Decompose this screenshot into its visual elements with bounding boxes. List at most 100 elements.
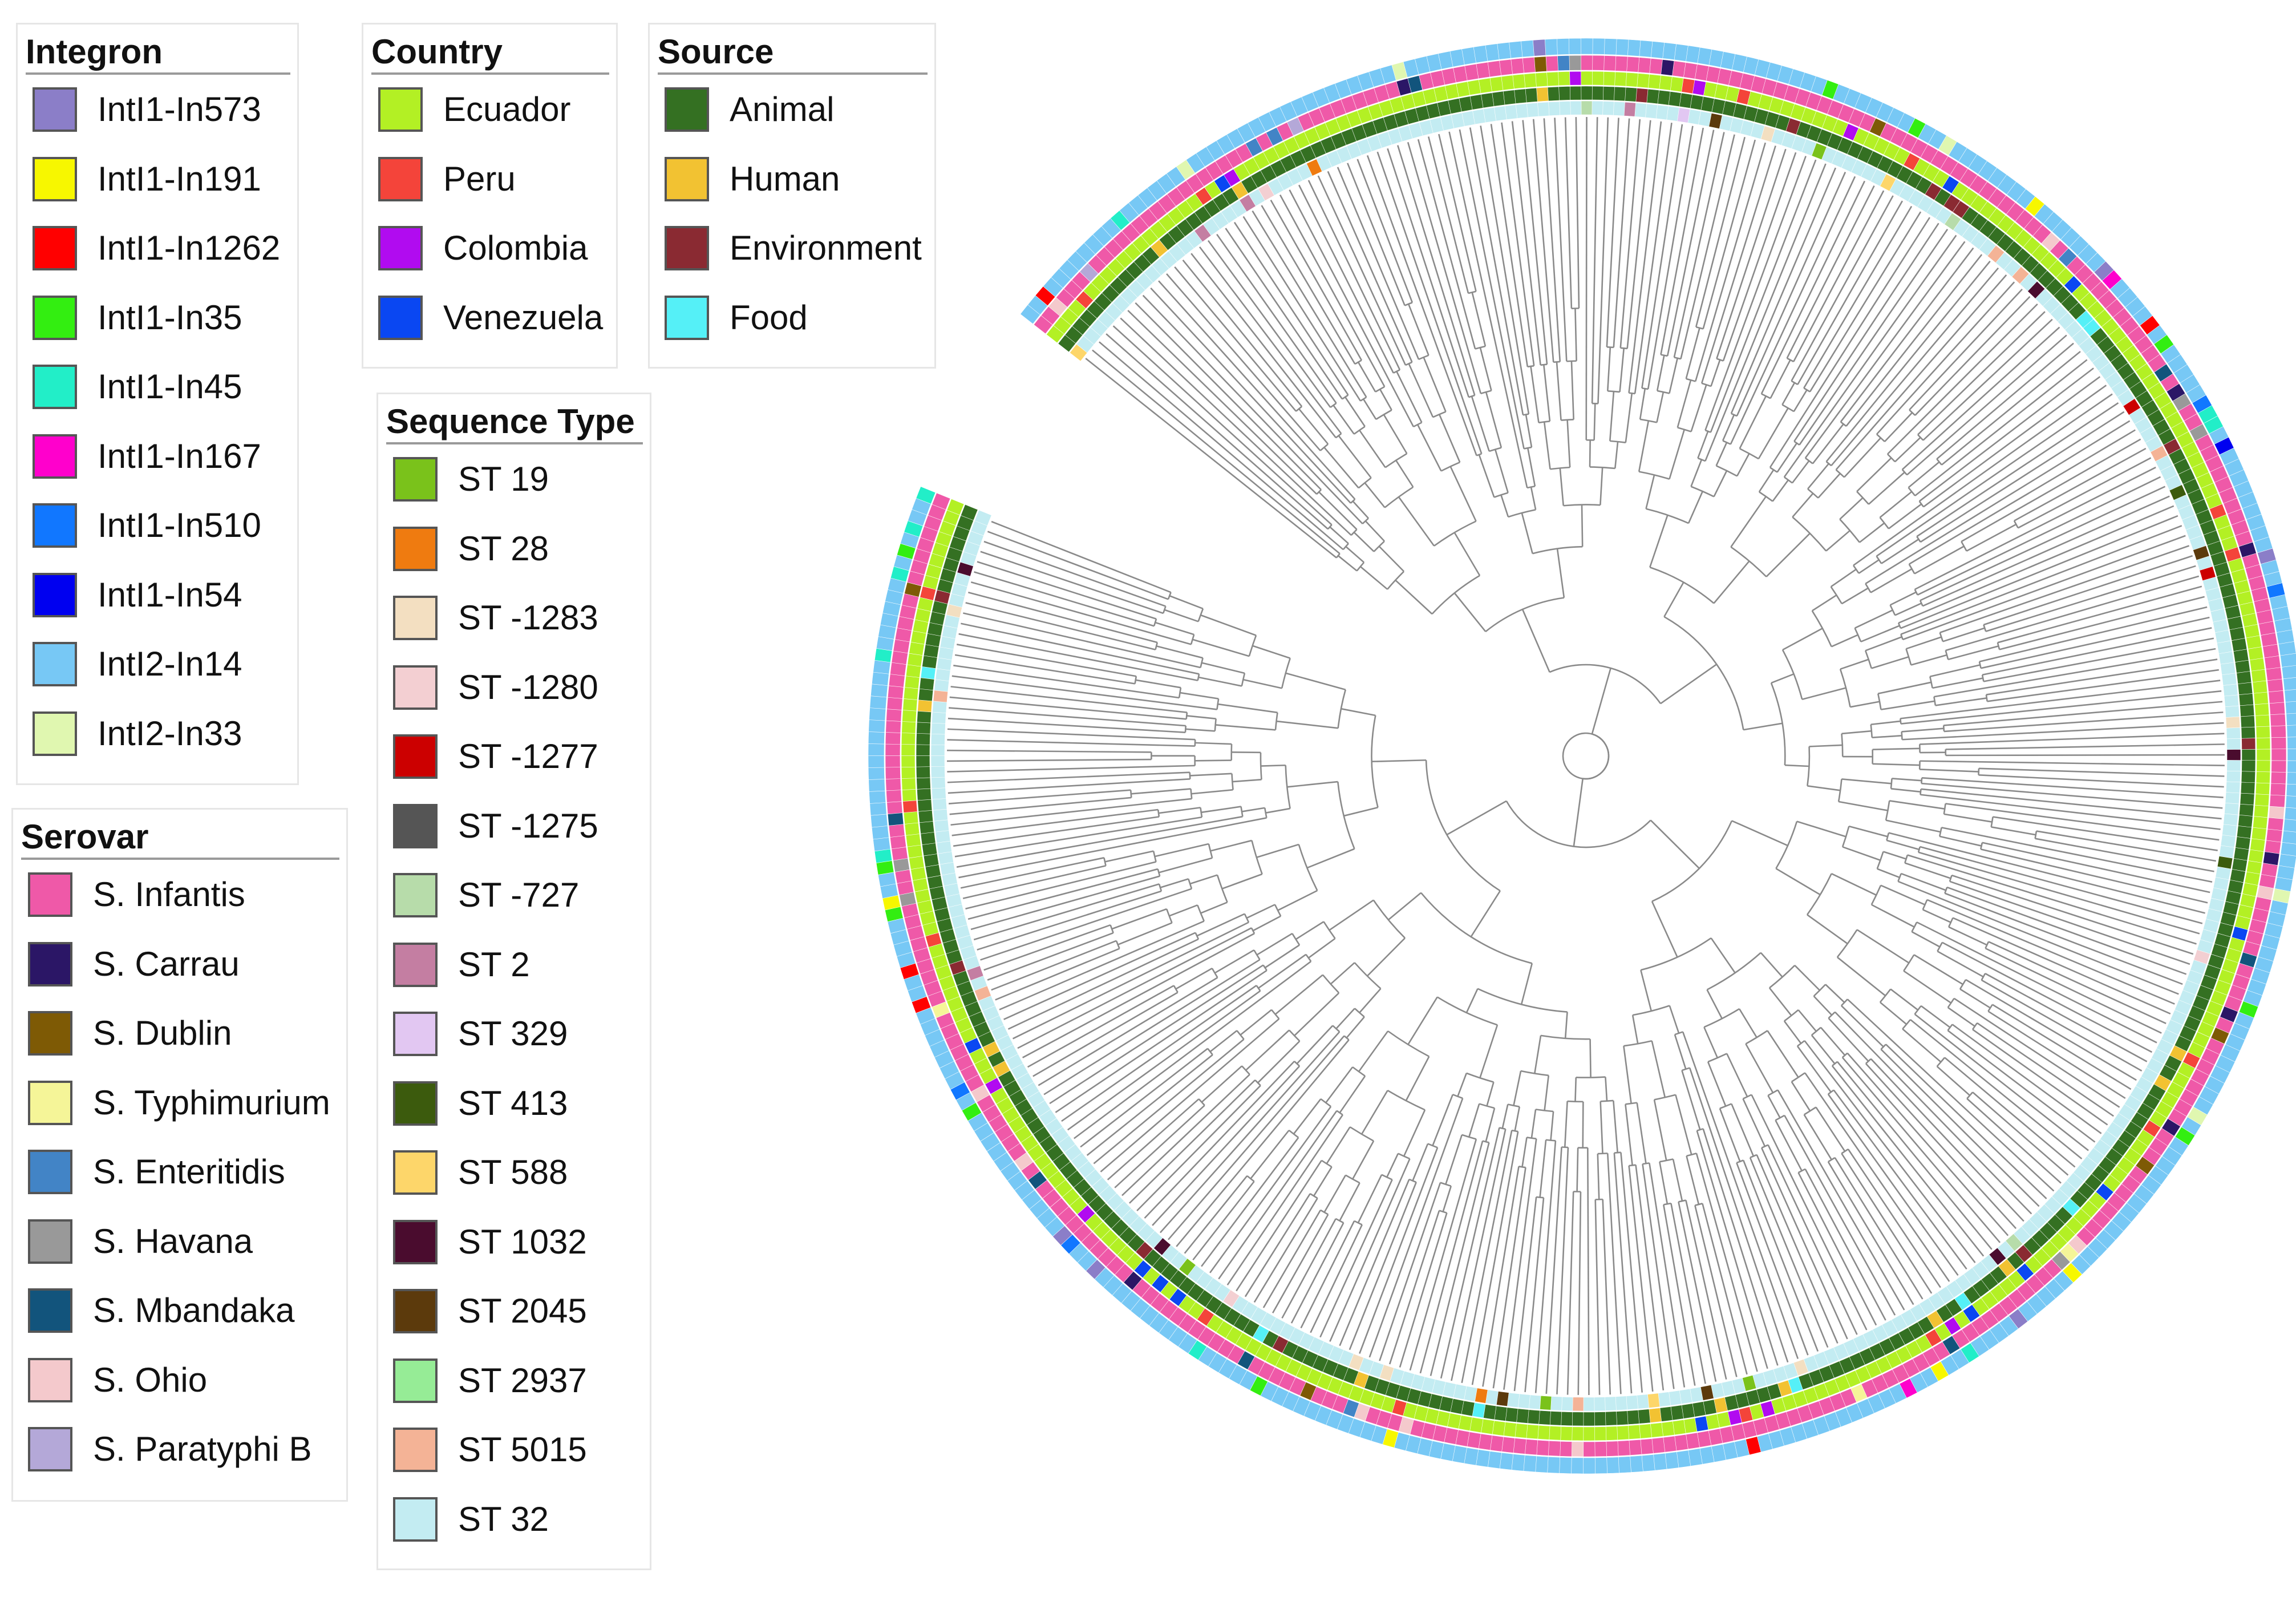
- legend-divider: [386, 442, 643, 444]
- legend-item-venezuela: Venezuela: [363, 283, 616, 353]
- color-swatch: [378, 87, 423, 132]
- legend-item-colombia: Colombia: [363, 213, 616, 283]
- legend-item-ecuador: Ecuador: [363, 75, 616, 144]
- legend-item-st-2045: ST 2045: [378, 1276, 650, 1346]
- color-swatch: [393, 1012, 438, 1056]
- legend-label: Peru: [443, 159, 516, 198]
- color-swatch: [393, 803, 438, 848]
- color-swatch: [28, 1011, 72, 1056]
- legend-item-s-paratyphi-b: S. Paratyphi B: [13, 1414, 346, 1484]
- ring-source: [916, 86, 2256, 1426]
- legend-divider: [371, 72, 609, 75]
- legend-item-s-mbandaka: S. Mbandaka: [13, 1276, 346, 1345]
- color-swatch: [28, 1288, 72, 1333]
- legend-label: ST 5015: [458, 1430, 587, 1469]
- color-swatch: [393, 1219, 438, 1264]
- color-swatch: [378, 156, 423, 201]
- ring-country: [901, 71, 2271, 1441]
- legend-label: Ecuador: [443, 90, 571, 128]
- legend-item-inti1-in167: IntI1-In167: [18, 422, 297, 491]
- legend-label: ST -1280: [458, 668, 598, 706]
- legend-item-st-32: ST 32: [378, 1485, 650, 1554]
- legend-item-st-19: ST 19: [378, 444, 650, 514]
- color-swatch: [28, 1080, 72, 1125]
- legend-label: IntI2-In33: [98, 714, 242, 753]
- color-swatch: [393, 457, 438, 502]
- legend-item-st-413: ST 413: [378, 1069, 650, 1138]
- legend-item-environment: Environment: [650, 213, 934, 283]
- ring-serovar: [885, 55, 2287, 1457]
- legend-label: IntI1-In54: [98, 575, 242, 614]
- color-swatch: [393, 526, 438, 571]
- color-swatch: [393, 1358, 438, 1403]
- legend-label: IntI1-In45: [98, 367, 242, 406]
- color-swatch: [393, 1497, 438, 1542]
- legend-item-food: Food: [650, 283, 934, 353]
- legend-label: IntI1-In573: [98, 90, 261, 128]
- legend-label: IntI1-In1262: [98, 229, 281, 267]
- legend-item-st-727: ST -727: [378, 860, 650, 930]
- legend-label: Food: [730, 298, 808, 337]
- color-swatch: [28, 1357, 72, 1402]
- color-swatch: [665, 226, 709, 270]
- legend-title: Serovar: [21, 818, 149, 856]
- legend-label: ST -1277: [458, 737, 598, 775]
- legend-item-st-1275: ST -1275: [378, 791, 650, 861]
- legend-divider: [21, 858, 339, 860]
- legend-label: Human: [730, 159, 840, 198]
- legend-label: ST 1032: [458, 1222, 587, 1261]
- color-swatch: [33, 295, 77, 340]
- legend-label: Environment: [730, 229, 922, 267]
- legend-item-inti2-in14: IntI2-In14: [18, 629, 297, 699]
- legend-item-st-1283: ST -1283: [378, 583, 650, 653]
- legend-divider: [658, 72, 928, 75]
- legend-item-inti1-in54: IntI1-In54: [18, 560, 297, 630]
- phylogenetic-tree: [868, 38, 2296, 1474]
- legend-label: ST 2937: [458, 1361, 587, 1400]
- legend-label: Animal: [730, 90, 835, 128]
- legend-label: IntI1-In167: [98, 436, 261, 475]
- legend-item-st-1032: ST 1032: [378, 1207, 650, 1277]
- legend-item-st-28: ST 28: [378, 514, 650, 584]
- color-swatch: [665, 156, 709, 201]
- legend-item-st-5015: ST 5015: [378, 1415, 650, 1485]
- legend-label: S. Infantis: [93, 875, 245, 913]
- annotation-rings: [868, 38, 2296, 1474]
- legend-label: ST 329: [458, 1014, 568, 1053]
- color-swatch: [33, 226, 77, 270]
- color-swatch: [33, 642, 77, 686]
- color-swatch: [393, 1289, 438, 1333]
- legend-label: S. Mbandaka: [93, 1291, 295, 1329]
- legend-label: S. Havana: [93, 1222, 253, 1260]
- color-swatch: [393, 873, 438, 917]
- legend-label: ST 2045: [458, 1292, 587, 1330]
- color-swatch: [665, 87, 709, 132]
- legend-item-s-dublin: S. Dublin: [13, 998, 346, 1068]
- legend-title: Integron: [26, 33, 163, 71]
- legend-title: Sequence Type: [386, 402, 635, 440]
- legend-label: IntI2-In14: [98, 645, 242, 683]
- legend-item-human: Human: [650, 144, 934, 214]
- color-swatch: [393, 734, 438, 779]
- legend-item-inti1-in35: IntI1-In35: [18, 283, 297, 353]
- legend-label: ST -1275: [458, 806, 598, 845]
- color-swatch: [33, 156, 77, 201]
- legend-item-s-ohio: S. Ohio: [13, 1345, 346, 1415]
- color-swatch: [393, 596, 438, 640]
- legend-label: ST 32: [458, 1499, 549, 1538]
- legend-label: S. Dublin: [93, 1014, 232, 1052]
- color-swatch: [393, 1081, 438, 1126]
- color-swatch: [33, 711, 77, 756]
- legend-item-s-carrau: S. Carrau: [13, 929, 346, 999]
- color-swatch: [393, 665, 438, 710]
- legend-item-inti1-in573: IntI1-In573: [18, 75, 297, 144]
- legend-item-st-329: ST 329: [378, 999, 650, 1069]
- legend-item-st-2: ST 2: [378, 930, 650, 1000]
- legend-serovar: Serovar S. Infantis S. Carrau S. Dublin S. …: [11, 808, 348, 1502]
- legend-label: S. Enteritidis: [93, 1153, 285, 1191]
